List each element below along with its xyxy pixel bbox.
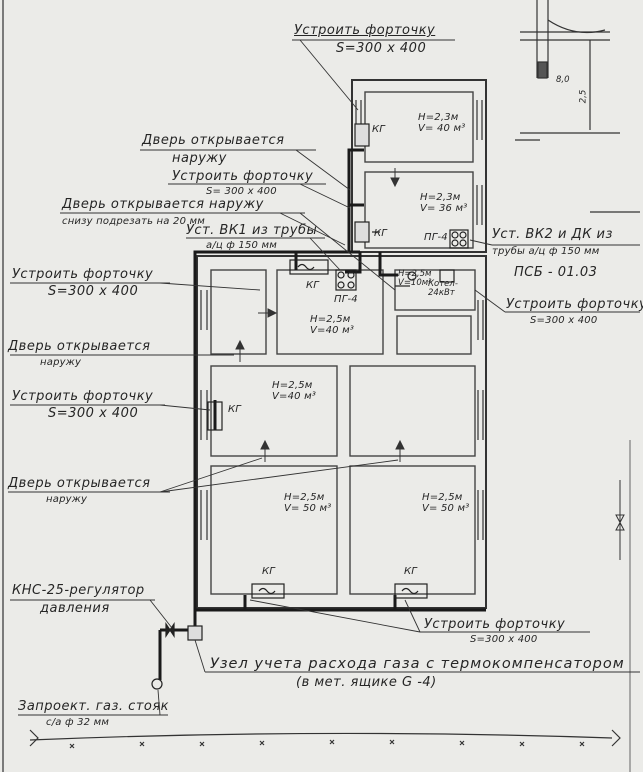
room-mid-right xyxy=(349,365,476,457)
room-volume: V= 50 м³ xyxy=(284,503,332,514)
room-upper-2 xyxy=(364,171,474,249)
meter-label-b: (в мет. ящике G -4) xyxy=(296,675,437,690)
door-label-1: Дверь открывается xyxy=(142,133,285,148)
regulator-label-b: давления xyxy=(40,601,110,616)
vent-size-4: S=300 x 400 xyxy=(48,406,139,421)
room-volume: V= 50 м³ xyxy=(422,503,470,514)
room-volume: V=40 м³ xyxy=(272,391,317,402)
door-label-3b: наружу xyxy=(40,357,82,368)
riser-label-b: с/а ф 32 мм xyxy=(46,717,110,728)
room-bottom-right-label: H=2,5м V= 50 м³ xyxy=(422,492,469,514)
room-center-label: H=2,5м V=40 м³ xyxy=(310,314,354,336)
pg4-label-1: ПГ-4 xyxy=(424,232,448,243)
vent-label-4: Устроить форточку xyxy=(12,389,154,404)
boiler-room-label: H=2,5м V=10м³ xyxy=(398,270,432,288)
room-upper-1-label: H=2,3м V= 40 м³ xyxy=(418,112,465,134)
pg4-label-2: ПГ-4 xyxy=(334,294,358,305)
kg-label-6: КГ xyxy=(404,566,418,577)
right-edge-marker xyxy=(615,480,625,560)
room-volume: V=10м³ xyxy=(398,278,432,288)
room-height: H=2,3м xyxy=(418,112,459,123)
ground-line xyxy=(29,729,621,749)
room-height: H=2,5м xyxy=(284,492,325,503)
riser-detail-sketch xyxy=(515,0,640,213)
boiler-power: 24кВт xyxy=(428,288,455,298)
upper-wing-walls xyxy=(351,79,487,253)
room-height: H=2,5м xyxy=(422,492,463,503)
vent-size-1: S=300 x 400 xyxy=(336,41,427,56)
elevation-dimension: 2,5 xyxy=(578,89,589,104)
door-label-1b: наружу xyxy=(172,151,227,166)
room-upper-2-label: H=2,3м V= 36 м³ xyxy=(420,192,467,214)
kg-label-1: КГ xyxy=(372,124,386,135)
door-arrows xyxy=(235,168,405,462)
boiler-model-label: ПСБ - 01.03 xyxy=(514,265,598,280)
kg-label-5: КГ xyxy=(262,566,276,577)
room-bottom-left xyxy=(210,465,338,595)
windows-left xyxy=(200,100,484,540)
vk1-label-b: а/ц ф 150 мм xyxy=(206,240,277,251)
door-label-2b: снизу подрезать на 20 мм xyxy=(62,216,205,227)
gas-pipeline xyxy=(158,148,486,680)
room-height: H=2,5м xyxy=(310,314,351,325)
room-volume: V=40 м³ xyxy=(310,325,355,336)
main-block-walls xyxy=(196,255,487,609)
vent-label-5: Устроить форточку xyxy=(506,297,643,312)
vent-label-6: Устроить форточку xyxy=(424,617,566,632)
equipment xyxy=(151,123,469,690)
riser-label: Запроект. газ. стояк xyxy=(18,699,170,714)
vent-size-5: S=300 x 400 xyxy=(530,315,598,326)
vk2-label-b: трубы а/ц ф 150 мм xyxy=(492,246,600,257)
room-volume: V= 36 м³ xyxy=(420,203,468,214)
room-small-right xyxy=(396,315,472,355)
room-center xyxy=(276,269,384,355)
boiler-label: Котел- 24кВт xyxy=(428,280,458,298)
meter-label: Узел учета расхода газа с термокомпенсат… xyxy=(210,656,625,672)
room-height: H=2,5м xyxy=(272,380,313,391)
vent-label-3: Устроить форточку xyxy=(12,267,154,282)
door-label-2: Дверь открывается наружу xyxy=(62,197,264,212)
room-height: H=2,5м xyxy=(398,269,432,279)
room-bottom-left-label: H=2,5м V= 50 м³ xyxy=(284,492,331,514)
kg-label-2: КГ xyxy=(374,228,388,239)
kg-label-4: КГ xyxy=(228,404,242,415)
boiler-name: Котел- xyxy=(428,279,458,289)
elevation-mark: 8,0 xyxy=(556,75,570,85)
room-small-left xyxy=(210,269,267,355)
door-label-3: Дверь открывается xyxy=(8,339,151,354)
vent-label-2: Устроить форточку xyxy=(172,169,314,184)
room-mid-left xyxy=(210,365,338,457)
vk1-label: Уст. ВК1 из трубы xyxy=(186,223,318,238)
vent-size-3: S=300 x 400 xyxy=(48,284,139,299)
room-volume: V= 40 м³ xyxy=(418,123,466,134)
vent-size-2: S= 300 x 400 xyxy=(206,186,277,197)
room-height: H=2,3м xyxy=(420,192,461,203)
leader-lines xyxy=(8,39,640,716)
room-bottom-right xyxy=(349,465,476,595)
kg-label-3: КГ xyxy=(306,280,320,291)
vent-size-6: S=300 x 400 xyxy=(470,634,538,645)
vk2-label: Уст. ВК2 и ДК из xyxy=(492,227,613,242)
vent-label-1: Устроить форточку xyxy=(294,23,436,38)
regulator-label: КНС-25-регулятор xyxy=(12,583,145,598)
door-label-4b: наружу xyxy=(46,494,88,505)
door-label-4: Дверь открывается xyxy=(8,476,151,491)
room-mid-left-label: H=2,5м V=40 м³ xyxy=(272,380,316,402)
